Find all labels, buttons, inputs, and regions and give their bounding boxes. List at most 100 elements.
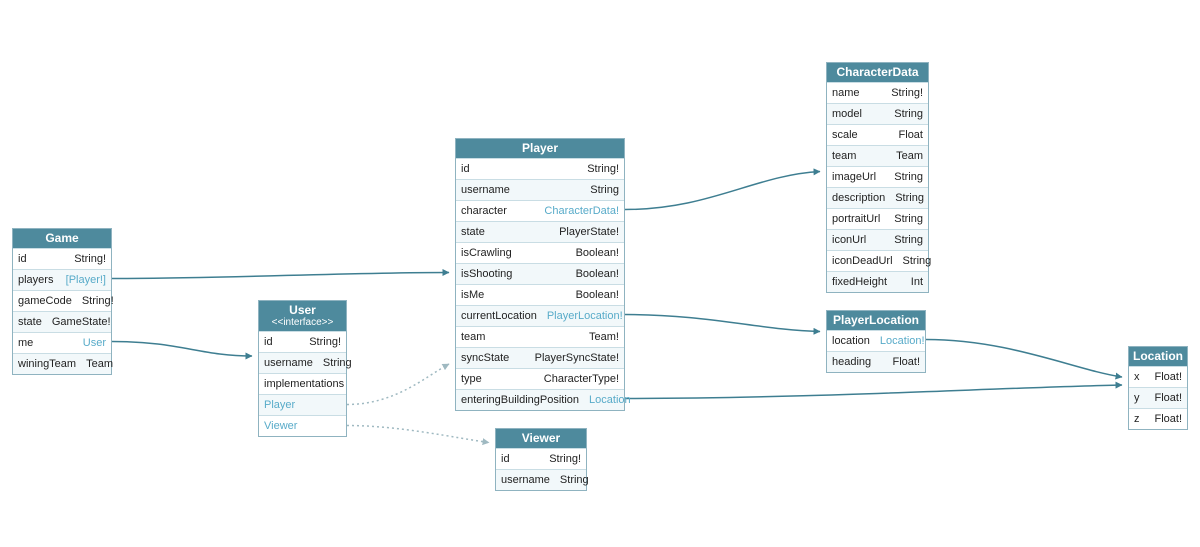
field-name: id [18,253,27,265]
field-type[interactable]: Location [589,394,631,406]
field-name: model [832,108,862,120]
field-type: String [322,357,352,369]
field-name: team [461,331,486,343]
field-name: winingTeam [18,358,77,370]
playerlocation-title: PlayerLocation [832,313,920,327]
field-type: Team [86,358,113,370]
field-type: String [894,213,923,225]
field-name[interactable]: Player [264,399,296,411]
field-type[interactable]: CharacterData! [544,205,619,217]
field-name: type [461,373,482,385]
game-header[interactable]: Game [13,229,111,248]
field-type: Boolean! [575,289,619,301]
field-name[interactable]: Viewer [264,420,298,432]
field-type: String [894,171,923,183]
player-field-team[interactable]: team Team! [456,326,624,347]
field-type: Team! [589,331,619,343]
edge-player-currentlocation-to-playerlocation [624,313,821,335]
field-type: Team [896,150,923,162]
game-field-players[interactable]: players [Player!] [13,269,111,290]
player-field-isMe[interactable]: isMe Boolean! [456,284,624,305]
field-type[interactable]: User [82,337,106,349]
field-name: isCrawling [461,247,512,259]
viewer-header[interactable]: Viewer [496,429,586,448]
field-type: CharacterType! [543,373,619,385]
field-name: implementations [264,378,345,390]
field-type: String! [891,87,923,99]
field-name: state [461,226,485,238]
field-type: Float! [1154,392,1182,404]
user-field-Player[interactable]: Player [259,394,346,415]
user-field-Viewer[interactable]: Viewer [259,415,346,436]
game-field-winingTeam[interactable]: winingTeam Team [13,353,113,374]
field-type[interactable]: PlayerLocation! [546,310,623,322]
player-field-enteringBuildingPosition[interactable]: enteringBuildingPosition Location [456,389,631,410]
player-field-state[interactable]: state PlayerState! [456,221,624,242]
characterdata-header[interactable]: CharacterData [827,63,928,82]
field-type[interactable]: [Player!] [65,274,106,286]
characterdata-field-description[interactable]: description String [827,187,928,208]
user-header[interactable]: User<<interface>> [259,301,346,331]
player-field-type[interactable]: type CharacterType! [456,368,624,389]
field-type: String [895,192,924,204]
field-name: z [1134,413,1140,425]
player-field-character[interactable]: character CharacterData! [456,200,624,221]
field-type: Int [910,276,923,288]
field-name: scale [832,129,858,141]
user-field-implementations[interactable]: implementations [259,373,346,394]
player-header[interactable]: Player [456,139,624,158]
field-type: Float! [1154,413,1182,425]
field-name: description [832,192,886,204]
field-name: isMe [461,289,485,301]
playerlocation-header[interactable]: PlayerLocation [827,311,925,330]
field-name: username [501,474,550,486]
field-type: PlayerState! [559,226,619,238]
field-name: enteringBuildingPosition [461,394,580,406]
field-type: String! [549,453,581,465]
field-name: name [832,87,860,99]
field-name: players [18,274,54,286]
field-type: Boolean! [575,268,619,280]
field-name: character [461,205,507,217]
location-title: Location [1133,349,1183,363]
edge-game-players-to-player [111,269,450,280]
characterdata-field-name[interactable]: name String! [827,82,928,103]
location-header[interactable]: Location [1129,347,1187,366]
location-field-z[interactable]: z Float! [1129,408,1187,429]
field-type[interactable]: Location! [879,335,925,347]
